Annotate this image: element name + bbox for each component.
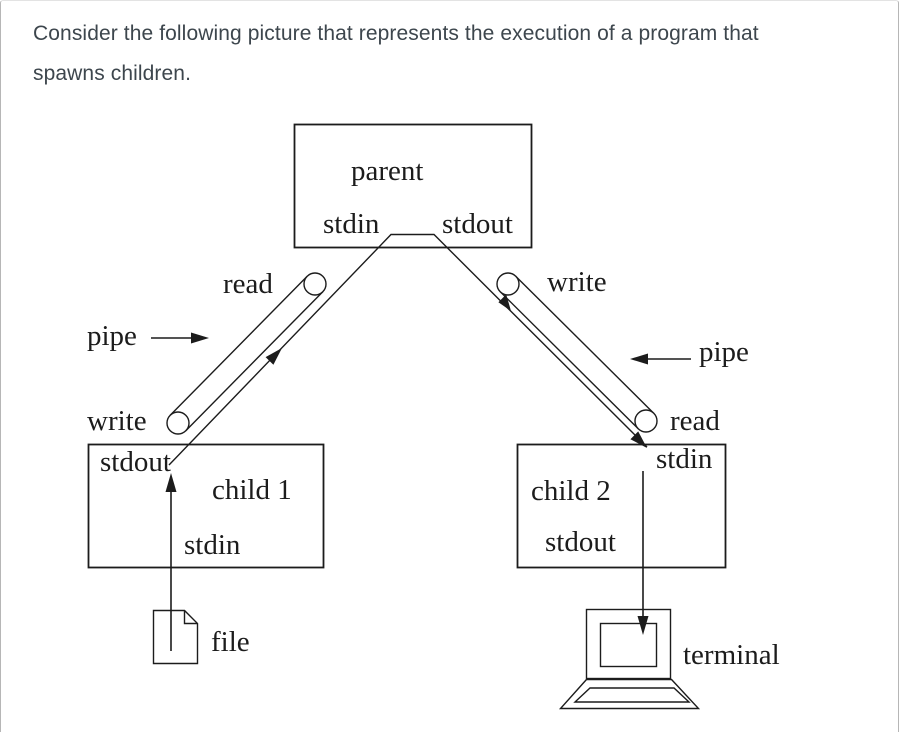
right-pipe-write-label: write: [547, 266, 607, 298]
child2-stdin-label: stdin: [656, 443, 713, 475]
parent-process-box: [293, 123, 533, 249]
file-icon: [152, 609, 199, 665]
right-pipe-pointer-arrow: [630, 353, 691, 365]
right-pipe-body: [499, 275, 655, 430]
right-flow-arrowhead-top: [498, 294, 511, 311]
child1-stdout-label: stdout: [100, 446, 171, 478]
parent-stdout-label: stdout: [442, 208, 513, 240]
left-pipe-write-end-circle: [166, 411, 190, 435]
left-pipe-read-label: read: [223, 268, 273, 300]
left-pipe-read-end-circle: [303, 272, 327, 296]
child1-process-box: [87, 443, 325, 569]
child2-stdout-label: stdout: [545, 526, 616, 558]
file-to-child1-arrow: [165, 473, 177, 651]
child2-label: child 2: [531, 475, 611, 507]
question-text-line-1: Consider the following picture that repr…: [33, 22, 759, 45]
parent-stdin-label: stdin: [323, 208, 380, 240]
left-pipe-label: pipe: [87, 320, 137, 352]
terminal-label: terminal: [683, 639, 780, 671]
right-pipe-read-label: read: [670, 405, 720, 437]
question-text: Consider the following picture that repr…: [33, 14, 858, 94]
left-pipe-write-label: write: [87, 405, 147, 437]
child1-label: child 1: [212, 474, 292, 506]
question-text-line-2: spawns children.: [33, 62, 192, 85]
file-label: file: [211, 626, 250, 658]
child2-to-terminal-arrow: [637, 471, 649, 635]
terminal-icon: [558, 608, 701, 710]
right-flow-arrowhead-bottom: [630, 431, 647, 448]
child2-process-box: [516, 443, 727, 569]
left-flow-arrowhead: [265, 348, 282, 365]
right-pipe-read-end-circle: [634, 409, 658, 433]
right-pipe-write-end-circle: [496, 272, 520, 296]
parent-label: parent: [351, 155, 424, 187]
left-pipe-pointer-arrow: [151, 332, 209, 344]
right-pipe-label: pipe: [699, 336, 749, 368]
child1-stdin-label: stdin: [184, 529, 241, 561]
left-pipe-body: [169, 275, 324, 432]
